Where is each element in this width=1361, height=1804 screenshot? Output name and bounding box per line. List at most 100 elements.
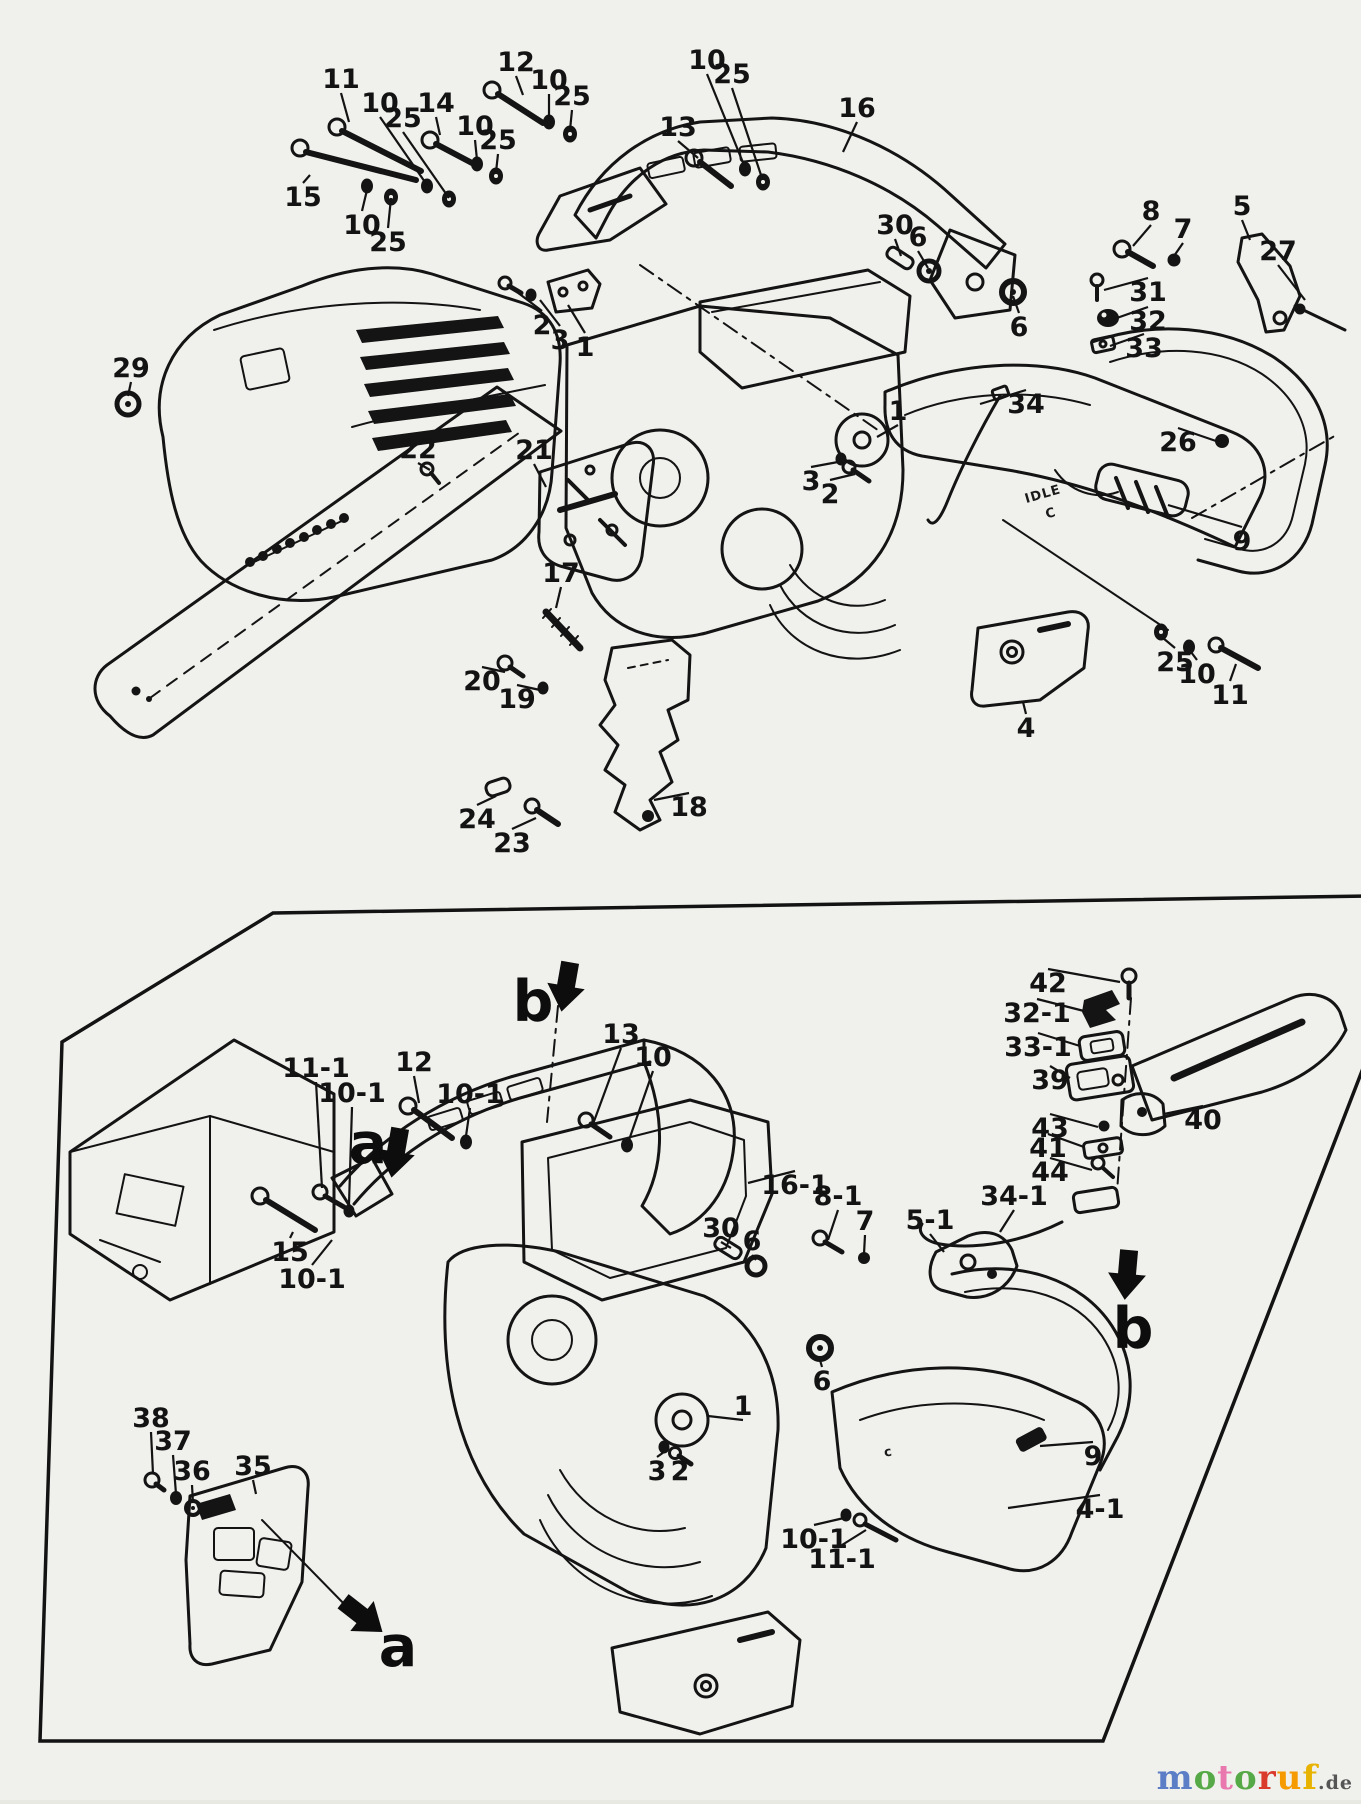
leader-line-6 (917, 250, 929, 269)
leader-line-24 (476, 795, 497, 806)
part-label-7: 7 (1174, 214, 1193, 245)
top-fasteners (114, 80, 1347, 827)
leader-line-1 (876, 424, 899, 438)
leader-line-25 (568, 109, 574, 131)
part-label-31: 31 (1129, 277, 1167, 308)
part-label-1: 1 (576, 332, 595, 363)
leader-line-10-1 (311, 1239, 333, 1266)
saw-chain (245, 513, 349, 567)
part-label-10: 10 (634, 1042, 672, 1073)
part-label-9: 9 (1233, 526, 1252, 557)
part-label-17: 17 (542, 558, 580, 589)
part-label-16: 16 (838, 93, 876, 124)
part-label-35: 35 (234, 1451, 272, 1482)
leader-line-38 (149, 1431, 155, 1475)
chain-catcher-plate (970, 610, 1090, 708)
part-label-3: 3 (648, 1456, 667, 1487)
part-label-15: 15 (271, 1237, 309, 1268)
leader-line-2 (829, 472, 856, 482)
view-marker-arrow-icon (547, 960, 585, 1012)
part-label-11: 11 (1211, 680, 1249, 711)
border-parallelogram (38, 894, 1361, 1743)
leader-line-11 (339, 92, 351, 123)
part-label-3: 3 (802, 466, 821, 497)
motoruf-logo-text: motoruf (1157, 1758, 1318, 1798)
leader-line-10 (627, 1070, 655, 1141)
part-label-32-1: 32-1 (1003, 998, 1071, 1029)
part-label-30: 30 (702, 1213, 740, 1244)
motoruf-watermark[interactable]: motoruf.de (1157, 1758, 1353, 1798)
leader-line-15 (302, 174, 311, 184)
leader-line-21 (533, 463, 547, 488)
leader-line-22 (417, 462, 431, 471)
part-label-5: 5 (1233, 191, 1252, 222)
part-label-14: 14 (417, 88, 455, 119)
bottom-diagram-line-art (68, 967, 1348, 1736)
part-label-8-1: 8-1 (814, 1181, 863, 1212)
motoruf-letter: o (1234, 1758, 1258, 1798)
leader-line-10 (360, 189, 369, 212)
leader-line-5 (1240, 219, 1252, 241)
leader-line-31 (1103, 276, 1149, 292)
leader-line-25 (386, 197, 393, 229)
leader-line-10 (705, 73, 746, 166)
leader-line-23 (511, 817, 537, 830)
bottom-bracket (610, 1610, 802, 1736)
motoruf-letter: o (1193, 1758, 1218, 1798)
handle-grip-pad (1094, 462, 1190, 519)
part-label-10-1: 10-1 (318, 1078, 386, 1109)
part-label-1: 1 (734, 1391, 753, 1422)
leader-line-4 (1021, 701, 1028, 715)
part-label-5-1: 5-1 (906, 1205, 955, 1236)
part-label-18: 18 (670, 792, 708, 823)
part-label-36: 36 (173, 1456, 211, 1487)
part-label-2: 2 (533, 310, 552, 341)
leader-line-11 (1228, 663, 1238, 682)
part-label-39: 39 (1031, 1065, 1069, 1096)
part-label-30: 30 (876, 210, 914, 241)
part-label-6: 6 (813, 1366, 832, 1397)
part-label-38: 38 (132, 1403, 170, 1434)
leader-line-33-1 (1037, 1031, 1081, 1048)
screw-axis (1116, 997, 1132, 1193)
part-label-25: 25 (369, 227, 407, 258)
view-marker-arrow-icon (1108, 1249, 1146, 1300)
leader-line-16 (842, 121, 858, 153)
lower-view-border (38, 894, 1361, 1743)
leader-line-20 (481, 665, 506, 674)
part-marking-text: c (883, 1444, 894, 1460)
leader-line-30 (893, 238, 903, 257)
leader-line-4-1 (1007, 1493, 1101, 1510)
part-label-25: 25 (713, 59, 751, 90)
part-label-21: 21 (515, 435, 553, 466)
leader-line-11-1 (841, 1529, 867, 1546)
starter-housing-variant (68, 1038, 336, 1302)
motoruf-letter: m (1156, 1758, 1194, 1798)
part-label-44: 44 (1031, 1157, 1069, 1188)
leader-line-39 (1049, 1065, 1071, 1079)
part-label-15: 15 (284, 182, 322, 213)
leader-line-34-1 (999, 1209, 1015, 1233)
leader-line-3 (810, 460, 839, 469)
inner-side-plate (537, 441, 656, 582)
part-label-24: 24 (458, 804, 496, 835)
leader-line-10-1 (464, 1107, 472, 1137)
part-label-25: 25 (479, 125, 517, 156)
leader-line-11-1 (314, 1081, 324, 1189)
part-label-34: 34 (1007, 389, 1045, 420)
leader-line-36 (190, 1484, 195, 1504)
part-label-11-1: 11-1 (808, 1544, 876, 1575)
leader-line-44 (1049, 1156, 1093, 1172)
motoruf-domain-suffix: .de (1318, 1772, 1353, 1794)
view-marker-letter-b: b (513, 969, 554, 1035)
part-label-25: 25 (553, 81, 591, 112)
part-label-10-1: 10-1 (278, 1264, 346, 1295)
part-label-26: 26 (1159, 427, 1197, 458)
part-label-1: 1 (889, 396, 908, 427)
leader-line-3 (656, 1451, 665, 1458)
leader-line-34 (979, 388, 1027, 406)
chain-brake-group (918, 967, 1348, 1248)
